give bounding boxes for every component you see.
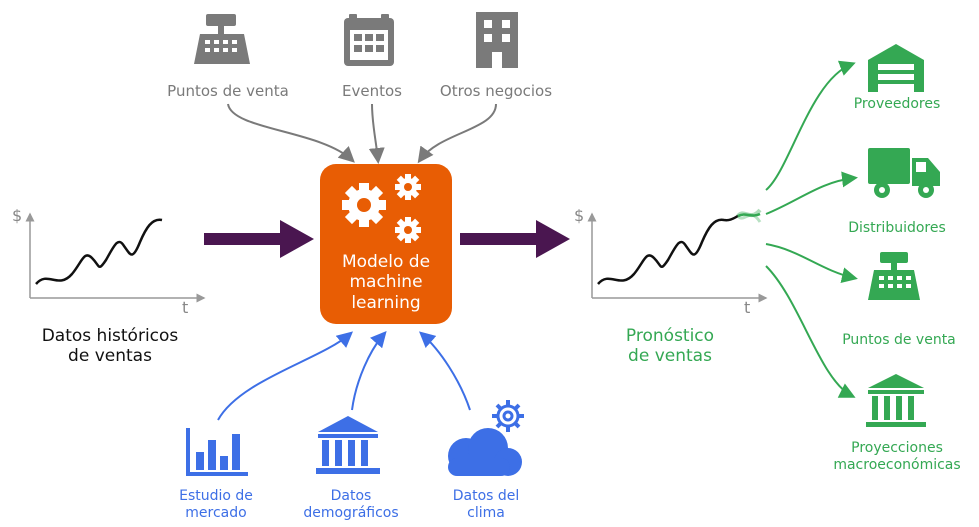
truck-icon: [868, 148, 940, 198]
label-sales-forecast: Pronóstico de ventas: [625, 326, 715, 367]
label-other-business: Otros negocios: [439, 82, 553, 100]
arrow-to-macro: [765, 265, 856, 398]
left-y-axis-label: $: [12, 206, 23, 225]
warehouse-icon: [868, 44, 924, 92]
label-market-study: Estudio de mercado: [179, 488, 253, 521]
arrow-to-distributors: [765, 171, 858, 215]
calendar-icon: [344, 14, 394, 66]
bank-icon-input: [316, 416, 380, 474]
label-demographics: Datos demográficos: [303, 488, 399, 521]
arrow-pos-to-model: [227, 103, 355, 163]
right-x-axis-label: t: [744, 298, 751, 317]
arrow-to-pos: [765, 243, 858, 284]
right-y-axis-label: $: [574, 206, 585, 225]
forecast-sales-chart: [587, 208, 768, 303]
label-distributors: Distribuidores: [848, 220, 946, 236]
label-suppliers: Proveedores: [853, 96, 941, 112]
forecast-projection: [737, 212, 761, 218]
arrow-demographics-to-model: [351, 330, 387, 411]
historical-sales-line: [35, 218, 163, 285]
arrow-business-to-model: [417, 103, 497, 164]
arrow-events-to-model: [368, 103, 385, 164]
bar-chart-icon: [186, 428, 248, 476]
arrow-market-to-model: [217, 331, 354, 421]
arrow-model-to-forecast: [460, 220, 570, 258]
bank-icon-output: [866, 374, 926, 427]
cash-register-icon-top: [194, 14, 250, 64]
cash-register-icon-output: [868, 252, 920, 300]
historical-sales-chart: [25, 212, 206, 303]
label-pos-output: Puntos de venta: [842, 332, 956, 348]
arrow-to-suppliers: [765, 60, 856, 191]
label-weather: Datos del clima: [452, 488, 520, 521]
left-x-axis-label: t: [182, 298, 189, 317]
label-events: Eventos: [342, 82, 402, 100]
label-pos-top: Puntos de venta: [167, 82, 289, 100]
arrow-history-to-model: [204, 220, 314, 258]
forecast-sales-line: [597, 214, 739, 285]
cloud-gear-icon: [448, 400, 524, 476]
building-icon: [476, 12, 518, 68]
label-historical-sales: Datos históricos de ventas: [41, 326, 179, 367]
model-label: Modelo de machine learning: [341, 252, 431, 313]
arrow-weather-to-model: [419, 331, 471, 411]
label-macro-projections: Proyecciones macroeconómicas: [833, 440, 961, 473]
gears-icon: [342, 174, 421, 243]
